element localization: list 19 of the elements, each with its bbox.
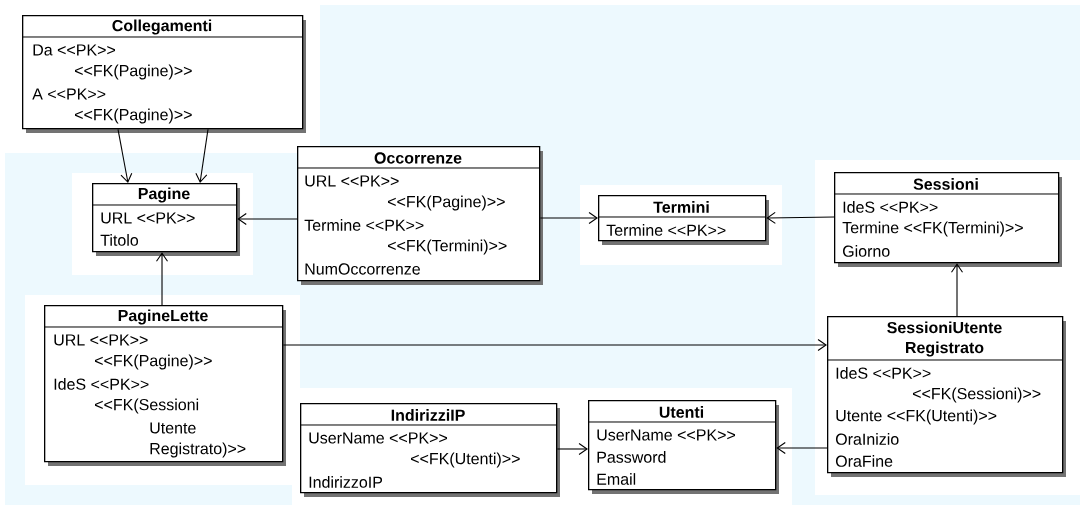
entity-box: Utenti UserName <<PK>> Password Email	[587, 400, 779, 494]
arrow	[776, 441, 828, 455]
arrow	[766, 211, 835, 224]
arrow	[282, 338, 827, 352]
arrow	[155, 252, 169, 306]
arrow	[539, 211, 598, 225]
arrow	[117, 128, 133, 183]
entity-box: PagineLette URL <<PK>> <<FK(Pagine)>> IdeS <<PK>> <<FK(Sessioni Utente Registrato)>>	[43, 305, 286, 466]
entity-box: Sessioni IdeS <<PK>> Termine <<FK(Termini)>> Giorno	[833, 172, 1062, 267]
entity-box: Collegamenti Da <<PK>> <<FK(Pagine)>> A <<PK>> <<FK(Pagine)>>	[21, 15, 306, 133]
entity-box: SessioniUtente Registrato IdeS <<PK>> <<FK(Sessioni)>> Utente <<FK(Utenti)>> OraInizio OraFine	[826, 316, 1066, 477]
entity-box: Termini Termine <<PK>>	[597, 195, 769, 245]
entity-box: Pagine URL <<PK>> Titolo	[91, 183, 240, 256]
arrow	[195, 128, 209, 183]
arrow	[237, 212, 298, 226]
entity-box: IndirizziIP UserName <<PK>> <<FK(Utenti)>> IndirizzoIP	[299, 403, 560, 497]
entity-box: Occorrenze URL <<PK>> <<FK(Pagine)>> Termine <<PK>> <<FK(Termini)>> NumOccorrenze	[296, 146, 543, 285]
arrow	[556, 442, 588, 456]
arrow	[950, 263, 964, 317]
